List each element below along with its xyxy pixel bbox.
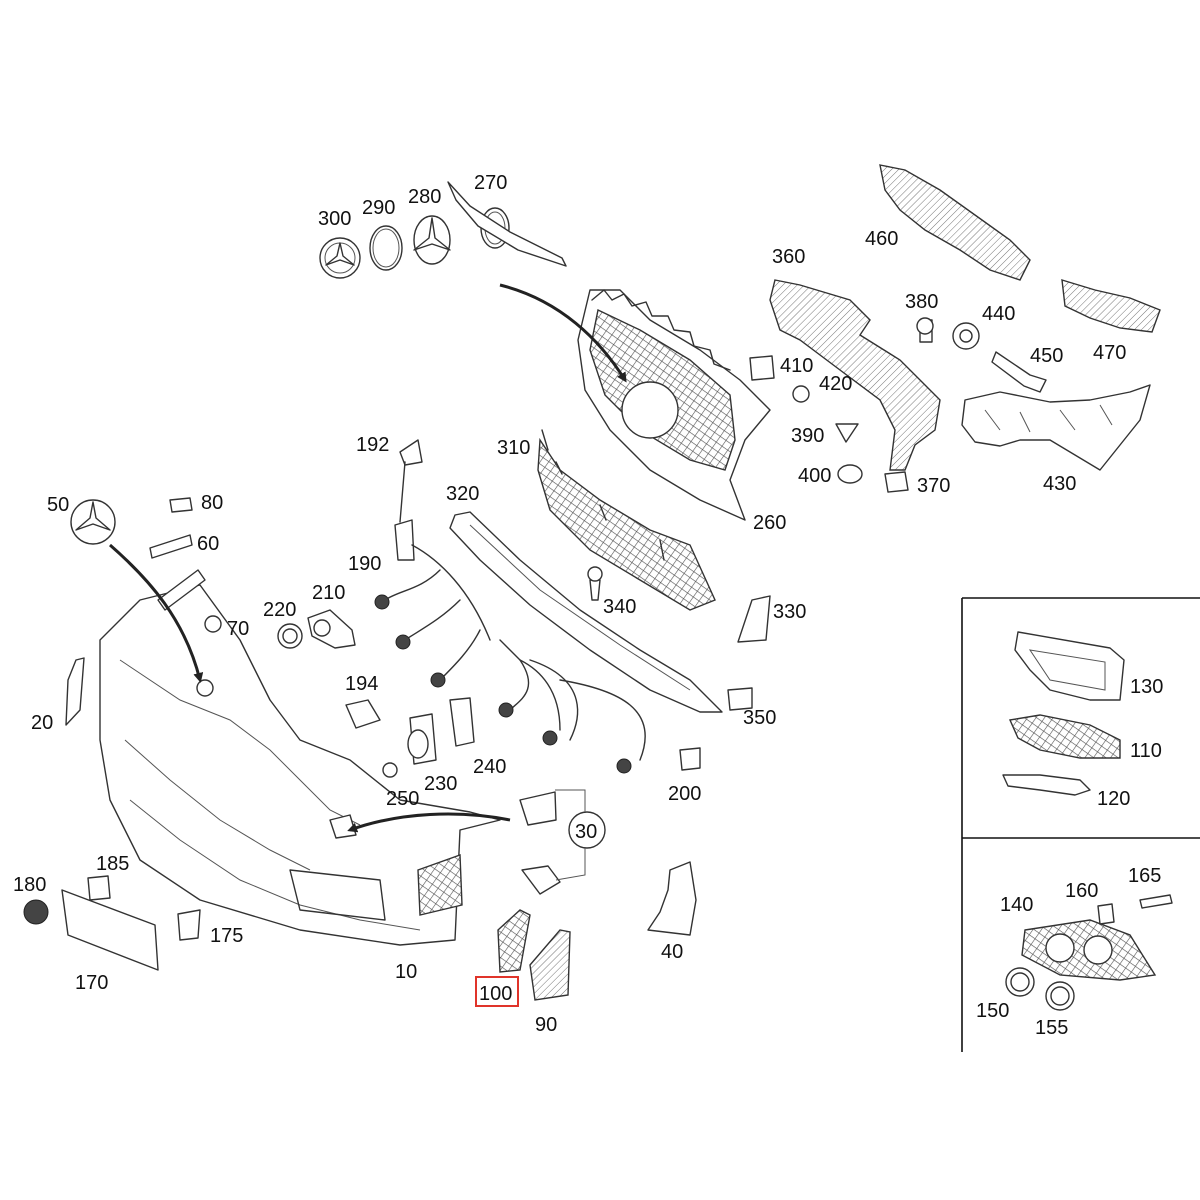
label-210: 210 bbox=[312, 582, 345, 604]
label-70: 70 bbox=[227, 618, 249, 640]
radiator-grille-icon bbox=[577, 289, 771, 521]
label-130: 130 bbox=[1130, 676, 1163, 698]
air-duct-icon bbox=[961, 384, 1151, 471]
bumper-carrier-icon bbox=[769, 279, 941, 471]
label-350: 350 bbox=[743, 707, 776, 729]
label-90: 90 bbox=[535, 1014, 557, 1036]
label-300: 300 bbox=[318, 208, 351, 230]
emblem-mount-icon bbox=[447, 181, 567, 267]
small-parts-icon bbox=[749, 317, 1047, 493]
label-160: 160 bbox=[1065, 880, 1098, 902]
label-100: 100 bbox=[479, 983, 512, 1005]
label-10: 10 bbox=[395, 961, 417, 983]
label-270: 270 bbox=[474, 172, 507, 194]
label-20: 20 bbox=[31, 712, 53, 734]
label-30: 30 bbox=[575, 821, 597, 843]
sensor-bracket-icon bbox=[345, 566, 771, 778]
mercedes-star-emblem-icon bbox=[319, 237, 361, 279]
label-280: 280 bbox=[408, 186, 441, 208]
support-bracket-icon bbox=[1061, 279, 1161, 333]
pointer-arrow-cover bbox=[347, 812, 511, 833]
license-plate-mount-icon bbox=[23, 875, 201, 971]
label-185: 185 bbox=[96, 853, 129, 875]
label-230: 230 bbox=[424, 773, 457, 795]
grille-trim-strip-icon bbox=[449, 511, 723, 713]
label-40: 40 bbox=[661, 941, 683, 963]
label-80: 80 bbox=[201, 492, 223, 514]
fog-lamp-grille-icon bbox=[1002, 631, 1125, 796]
parking-sensor-icon bbox=[277, 609, 356, 649]
label-120: 120 bbox=[1097, 788, 1130, 810]
label-420: 420 bbox=[819, 373, 852, 395]
part-labels: 300 290 280 270 460 360 380 440 450 470 … bbox=[13, 172, 1163, 1039]
label-370: 370 bbox=[917, 475, 950, 497]
label-380: 380 bbox=[905, 291, 938, 313]
label-400: 400 bbox=[798, 465, 831, 487]
emblem-star-icon bbox=[413, 215, 451, 265]
label-192: 192 bbox=[356, 434, 389, 456]
label-110: 110 bbox=[1130, 740, 1162, 762]
label-330: 330 bbox=[773, 601, 806, 623]
label-450: 450 bbox=[1030, 345, 1063, 367]
pointer-arrow-emblem bbox=[109, 543, 204, 683]
tow-hook-cover-icon bbox=[497, 789, 606, 1001]
label-240: 240 bbox=[473, 756, 506, 778]
label-180: 180 bbox=[13, 874, 46, 896]
label-250: 250 bbox=[386, 788, 419, 810]
highlight-box bbox=[475, 976, 519, 1007]
pointer-arrow-grille bbox=[499, 283, 627, 383]
label-220: 220 bbox=[263, 599, 296, 621]
label-460: 460 bbox=[865, 228, 898, 250]
label-150: 150 bbox=[976, 1000, 1009, 1022]
label-360: 360 bbox=[772, 246, 805, 268]
label-175: 175 bbox=[210, 925, 243, 947]
label-310: 310 bbox=[497, 437, 530, 459]
lower-grille-icon bbox=[537, 429, 716, 611]
side-bracket-icon bbox=[879, 164, 1031, 281]
label-165: 165 bbox=[1128, 865, 1161, 887]
fog-lamp-assembly-icon bbox=[1005, 894, 1173, 1011]
label-170: 170 bbox=[75, 972, 108, 994]
label-260: 260 bbox=[753, 512, 786, 534]
label-470: 470 bbox=[1093, 342, 1126, 364]
label-440: 440 bbox=[982, 303, 1015, 325]
label-200: 200 bbox=[668, 783, 701, 805]
label-430: 430 bbox=[1043, 473, 1076, 495]
label-320: 320 bbox=[446, 483, 479, 505]
fog-lamp-inset bbox=[961, 597, 1200, 1052]
wiring-harness-icon bbox=[374, 439, 646, 774]
emblem-ring-icon bbox=[369, 225, 403, 271]
label-290: 290 bbox=[362, 197, 395, 219]
label-155: 155 bbox=[1035, 1017, 1068, 1039]
side-guide-icon bbox=[647, 861, 697, 936]
label-390: 390 bbox=[791, 425, 824, 447]
label-410: 410 bbox=[780, 355, 813, 377]
label-60: 60 bbox=[197, 533, 219, 555]
label-50: 50 bbox=[47, 494, 69, 516]
label-140: 140 bbox=[1000, 894, 1033, 916]
label-194: 194 bbox=[345, 673, 378, 695]
label-340: 340 bbox=[603, 596, 636, 618]
label-190: 190 bbox=[348, 553, 381, 575]
